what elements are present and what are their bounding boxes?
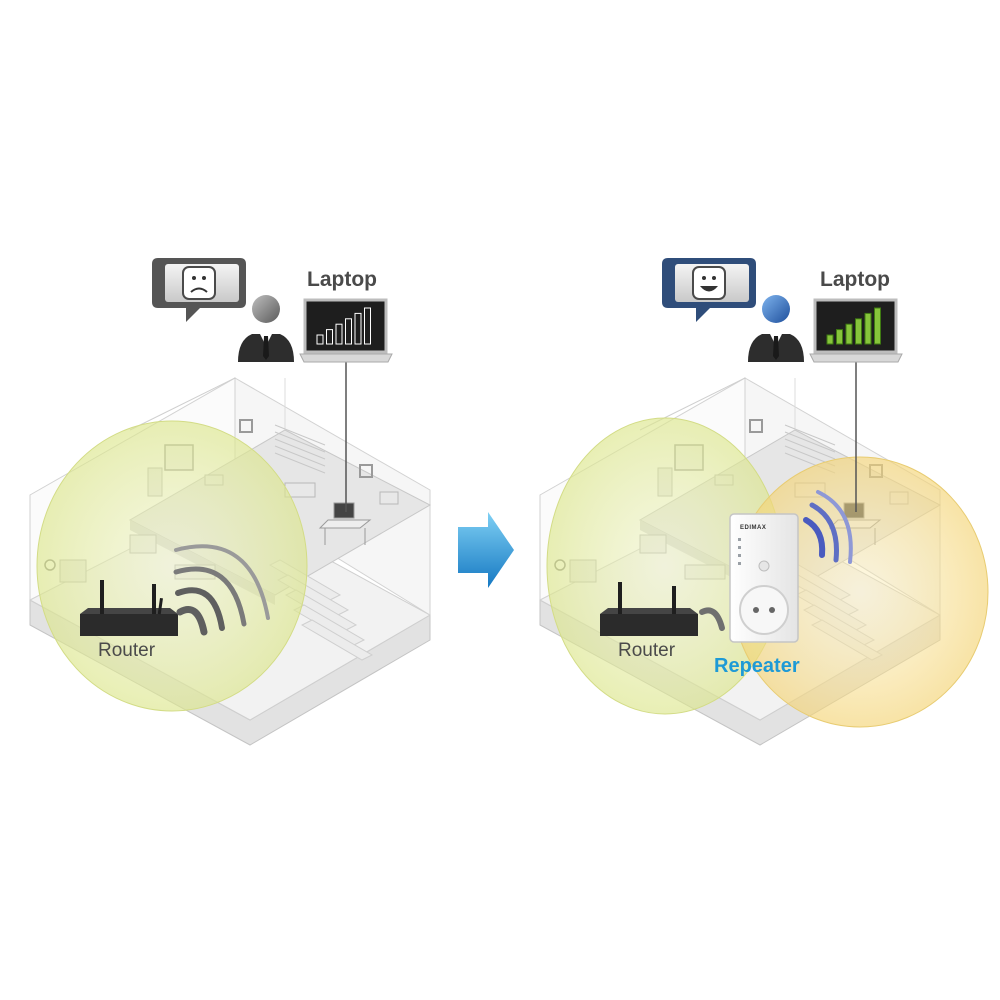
- weak-signal-waves: [173, 544, 270, 636]
- before-scene: [29, 258, 431, 746]
- happy-face-speech-bubble: [662, 258, 756, 322]
- signal-bar: [874, 307, 881, 345]
- power-socket-icon: [739, 585, 789, 635]
- laptop-label-before: Laptop: [307, 268, 377, 291]
- user-avatar-grey: [238, 295, 294, 362]
- signal-bar: [845, 323, 853, 345]
- transition-arrow: [458, 512, 514, 588]
- user-avatar-blue: [748, 295, 804, 362]
- router-label-before: Router: [98, 640, 156, 661]
- signal-bars-weak: [316, 307, 371, 345]
- laptop-icon-before: [299, 298, 393, 363]
- router-label-after: Router: [618, 640, 676, 661]
- signal-bar: [354, 312, 362, 345]
- signal-bar: [316, 334, 324, 345]
- router-icon: [80, 580, 178, 636]
- signal-bar: [864, 312, 872, 345]
- repeater-signal-waves: [803, 490, 853, 564]
- router-icon: [600, 582, 698, 636]
- signal-bar: [326, 329, 333, 345]
- signal-bar: [826, 334, 834, 345]
- sad-face-speech-bubble: [152, 258, 246, 322]
- signal-bar: [335, 323, 343, 345]
- happy-face-icon: [692, 266, 726, 300]
- signal-bar: [855, 318, 862, 345]
- signal-bar: [836, 329, 843, 345]
- router-coverage-zone: [36, 420, 308, 712]
- after-scene: [539, 258, 989, 746]
- signal-bar: [364, 307, 371, 345]
- repeater-label: Repeater: [714, 655, 800, 677]
- router-signal-waves: [699, 607, 725, 631]
- sad-face-icon: [182, 266, 216, 300]
- laptop-label-after: Laptop: [820, 268, 890, 291]
- repeater-device: [729, 513, 799, 643]
- signal-bars-strong: [826, 307, 881, 345]
- laptop-icon-after: [809, 298, 903, 363]
- repeater-brand-logo: EDIMAX: [740, 525, 767, 531]
- signal-bar: [345, 318, 352, 345]
